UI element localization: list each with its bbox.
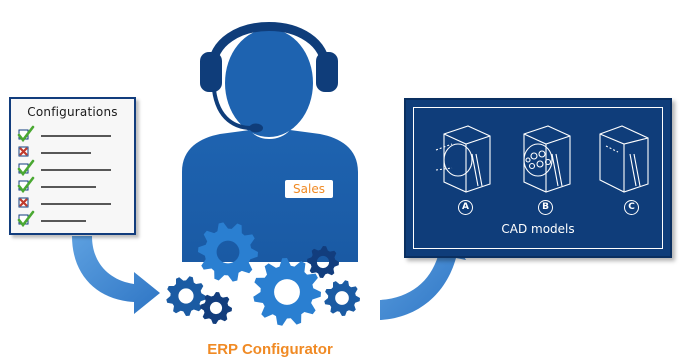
cross-icon bbox=[19, 147, 28, 156]
check-icon bbox=[17, 176, 35, 194]
gear-icon bbox=[307, 246, 339, 278]
cad-models-panel: A B C CAD models bbox=[404, 98, 672, 258]
erp-configurator-label: ERP Configurator bbox=[207, 341, 333, 358]
configurations-document: Configurations bbox=[9, 97, 136, 235]
gear-icon bbox=[324, 280, 360, 316]
gear-icon bbox=[166, 276, 206, 316]
checklist-row bbox=[17, 210, 86, 228]
check-icon bbox=[17, 125, 35, 143]
check-icon bbox=[17, 159, 35, 177]
document-title: Configurations bbox=[27, 105, 118, 119]
cad-panel-frame bbox=[413, 107, 663, 249]
check-icon bbox=[17, 210, 35, 228]
cad-label-b: B bbox=[538, 200, 553, 215]
cross-icon bbox=[19, 198, 28, 207]
cad-model-c-icon bbox=[599, 125, 649, 193]
gears-icon bbox=[166, 222, 360, 326]
sales-badge: Sales bbox=[285, 180, 333, 198]
checklist-row bbox=[17, 125, 111, 143]
checklist-row bbox=[17, 176, 96, 194]
person-icon bbox=[182, 22, 358, 262]
arrow-left-icon bbox=[72, 236, 160, 314]
checklist-row bbox=[18, 197, 111, 208]
gear-icon bbox=[200, 292, 232, 324]
gear-icon bbox=[198, 222, 258, 282]
cad-model-b-icon bbox=[523, 125, 571, 193]
cad-label-c: C bbox=[624, 200, 639, 215]
checklist-row bbox=[17, 159, 111, 177]
gear-icon bbox=[253, 258, 321, 326]
checklist bbox=[17, 125, 111, 228]
cad-drawings bbox=[435, 125, 649, 193]
cad-model-a-icon bbox=[435, 125, 491, 193]
checklist-row bbox=[18, 146, 91, 157]
cad-caption: CAD models bbox=[501, 222, 575, 236]
cad-label-a: A bbox=[458, 200, 473, 215]
